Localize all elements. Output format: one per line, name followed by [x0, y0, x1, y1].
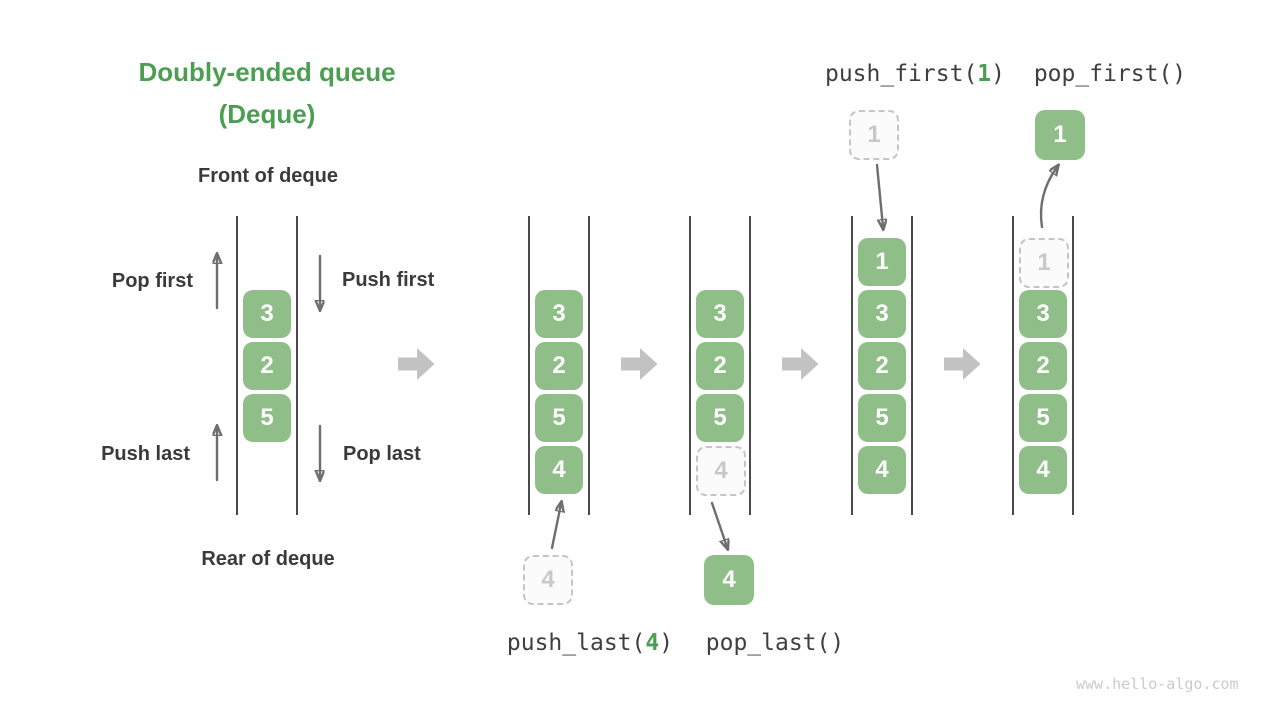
transition-arrow-2 — [621, 348, 658, 380]
queue-cell: 3 — [858, 290, 906, 338]
push-first-label: Push first — [342, 269, 435, 291]
front-of-deque-label: Front of deque — [198, 165, 338, 187]
queue-cell: 2 — [696, 342, 744, 390]
pop-last-code-label: pop_last() — [705, 630, 845, 656]
transition-arrow-3 — [782, 348, 819, 380]
queue-wall — [689, 216, 691, 515]
code-arg: 4 — [645, 630, 660, 656]
push-first-arrow — [310, 254, 330, 318]
queue-cell: 3 — [696, 290, 744, 338]
pop-last-label: Pop last — [343, 443, 421, 465]
watermark: www.hello-algo.com — [1076, 675, 1239, 693]
code-text: push_last( — [506, 630, 646, 656]
queue-cell: 3 — [1019, 290, 1067, 338]
queue-cell: 2 — [858, 342, 906, 390]
push-first-insert-arrow — [875, 163, 897, 235]
outgoing-value-box: 4 — [704, 555, 754, 605]
queue-wall — [588, 216, 590, 515]
pop-first-arrow — [207, 246, 227, 310]
queue-wall — [1012, 216, 1014, 515]
push-last-code-label: push_last(4) — [470, 630, 710, 656]
push-last-label: Push last — [101, 443, 190, 465]
queue-cell: 3 — [535, 290, 583, 338]
code-text: ) — [659, 630, 674, 656]
outgoing-value-box: 1 — [1035, 110, 1085, 160]
pop-first-code-label: pop_first() — [1033, 61, 1187, 87]
queue-wall — [911, 216, 913, 515]
queue-cell: 3 — [243, 290, 291, 338]
queue-cell-removed: 4 — [696, 446, 746, 496]
queue-cell: 5 — [243, 394, 291, 442]
pop-first-remove-arrow — [1039, 157, 1070, 229]
transition-arrow-1 — [398, 348, 435, 380]
queue-wall — [236, 216, 238, 515]
code-arg: 1 — [977, 61, 992, 87]
queue-cell: 4 — [858, 446, 906, 494]
queue-cell: 5 — [1019, 394, 1067, 442]
queue-wall — [296, 216, 298, 515]
transition-arrow-4 — [944, 348, 981, 380]
queue-cell: 5 — [696, 394, 744, 442]
code-text: push_first( — [824, 61, 978, 87]
pop-first-label: Pop first — [111, 270, 193, 292]
queue-wall — [1072, 216, 1074, 515]
incoming-value-box: 4 — [523, 555, 573, 605]
queue-cell: 1 — [858, 238, 906, 286]
page-title-line1: Doubly-ended queue — [138, 57, 396, 87]
page-title-line2: (Deque) — [218, 99, 316, 129]
pop-last-remove-arrow — [710, 501, 737, 555]
queue-cell: 5 — [858, 394, 906, 442]
queue-cell: 2 — [1019, 342, 1067, 390]
push-last-insert-arrow — [550, 496, 572, 550]
code-text: ) — [991, 61, 1006, 87]
queue-cell: 4 — [1019, 446, 1067, 494]
queue-cell: 2 — [243, 342, 291, 390]
queue-cell: 4 — [535, 446, 583, 494]
queue-wall — [749, 216, 751, 515]
incoming-value-box: 1 — [849, 110, 899, 160]
queue-cell: 5 — [535, 394, 583, 442]
push-last-arrow — [207, 418, 227, 482]
queue-cell: 2 — [535, 342, 583, 390]
push-first-code-label: push_first(1) — [795, 61, 1035, 87]
queue-wall — [528, 216, 530, 515]
pop-last-arrow — [310, 424, 330, 488]
queue-wall — [851, 216, 853, 515]
queue-cell-removed: 1 — [1019, 238, 1069, 288]
rear-of-deque-label: Rear of deque — [201, 548, 335, 570]
